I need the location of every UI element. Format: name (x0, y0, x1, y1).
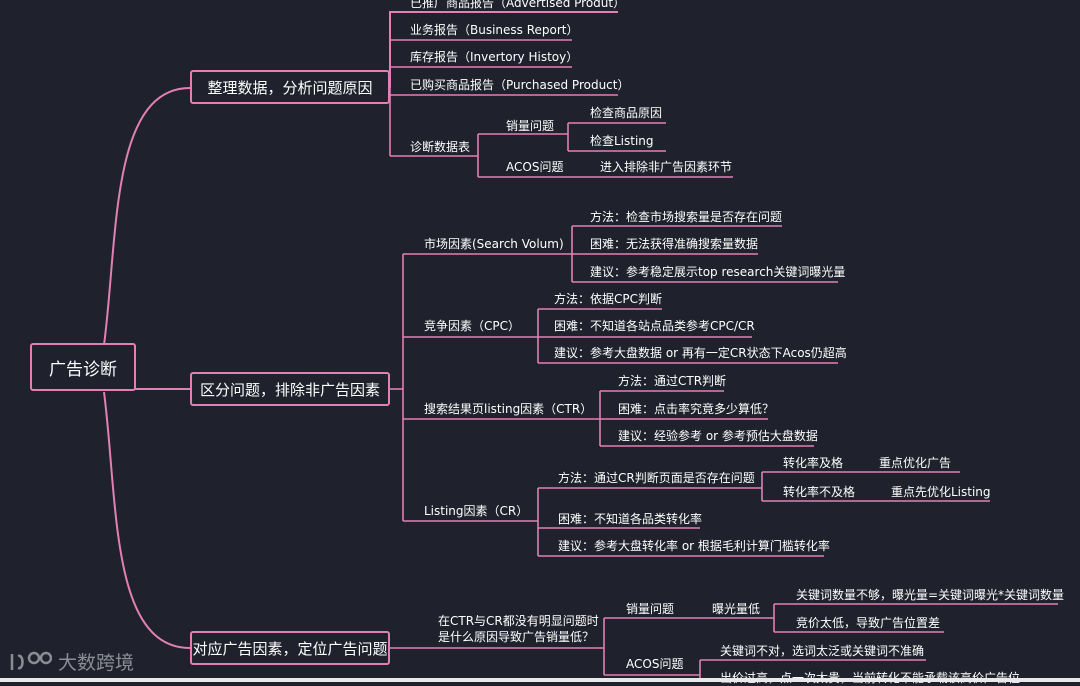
watermark-text: 大数跨境 (58, 652, 135, 674)
node-check-listing[interactable]: 检查Listing (590, 134, 654, 148)
node-locate-acos-issue[interactable]: ACOS问题 (626, 657, 684, 671)
root-node[interactable]: 广告诊断 (30, 343, 136, 391)
node-cr-factor[interactable]: Listing因素（CR） (424, 504, 529, 518)
node-cr-fail[interactable]: 转化率不及格 (783, 485, 856, 499)
node-ctr-method[interactable]: 方法：通过CTR判断 (618, 374, 727, 388)
branch-locate-ad-issues[interactable]: 对应广告因素，定位广告问题 (190, 631, 390, 665)
node-enter-exclude[interactable]: 进入排除非广告因素环节 (600, 160, 733, 174)
node-competition-difficulty[interactable]: 困难：不知道各站点品类参考CPC/CR (554, 319, 755, 333)
node-locate-question-line1[interactable]: 在CTR与CR都没有明显问题时 (438, 614, 599, 628)
node-business-report[interactable]: 业务报告（Business Report） (410, 23, 579, 37)
node-low-bid[interactable]: 竞价太低，导致广告位置差 (796, 616, 941, 630)
node-locate-question-line2[interactable]: 是什么原因导致广告销量低？ (438, 630, 595, 644)
node-market-suggestion[interactable]: 建议：参考稳定展示top research关键词曝光量 (590, 265, 846, 279)
node-cr-difficulty[interactable]: 困难：不知道各品类转化率 (558, 512, 703, 526)
node-check-product[interactable]: 检查商品原因 (590, 106, 663, 120)
node-low-exposure[interactable]: 曝光量低 (712, 602, 761, 616)
watermark-logo: 大数跨境 (8, 648, 134, 675)
bottom-strip (0, 678, 1080, 682)
node-advertised-report[interactable]: 已推广商品报告（Advertised Produt） (410, 0, 626, 10)
node-diagnosis-table[interactable]: 诊断数据表 (410, 140, 471, 154)
node-market-difficulty[interactable]: 困难：无法获得准确搜索量数据 (590, 237, 759, 251)
node-cr-suggestion[interactable]: 建议：参考大盘转化率 or 根据毛利计算门槛转化率 (558, 539, 830, 553)
node-inventory-report[interactable]: 库存报告（Invertory Histoy） (410, 50, 579, 64)
logo-icon (10, 651, 52, 670)
branch-distinguish-issues[interactable]: 区分问题，排除非广告因素 (190, 372, 390, 406)
node-competition-method[interactable]: 方法：依据CPC判断 (554, 292, 662, 306)
node-competition-suggestion[interactable]: 建议：参考大盘数据 or 再有一定CR状态下Acos仍超高 (554, 346, 847, 360)
node-ctr-difficulty[interactable]: 困难：点击率究竟多少算低？ (618, 402, 775, 416)
node-wrong-keyword[interactable]: 关键词不对，选词太泛或关键词不准确 (720, 644, 925, 658)
node-keyword-count[interactable]: 关键词数量不够，曝光量=关键词曝光*关键词数量 (796, 588, 1065, 602)
node-acos-issue[interactable]: ACOS问题 (506, 160, 564, 174)
node-sales-issue[interactable]: 销量问题 (506, 119, 555, 133)
node-competition-factor[interactable]: 竞争因素（CPC） (424, 319, 520, 333)
node-cr-method[interactable]: 方法：通过CR判断页面是否存在问题 (558, 471, 755, 485)
node-locate-sales-issue[interactable]: 销量问题 (626, 602, 675, 616)
node-market-method[interactable]: 方法：检查市场搜索量是否存在问题 (590, 210, 783, 224)
node-cr-pass[interactable]: 转化率及格 (783, 456, 844, 470)
node-cr-pass-action[interactable]: 重点优化广告 (879, 456, 952, 470)
node-purchased-report[interactable]: 已购买商品报告（Purchased Product） (410, 78, 630, 92)
node-cr-fail-action[interactable]: 重点先优化Listing (891, 485, 991, 499)
node-ctr-factor[interactable]: 搜索结果页listing因素（CTR） (424, 402, 593, 416)
node-ctr-suggestion[interactable]: 建议：经验参考 or 参考预估大盘数据 (618, 429, 818, 443)
branch-organize-data[interactable]: 整理数据，分析问题原因 (190, 70, 390, 104)
node-market-factor[interactable]: 市场因素(Search Volum) (424, 237, 564, 251)
